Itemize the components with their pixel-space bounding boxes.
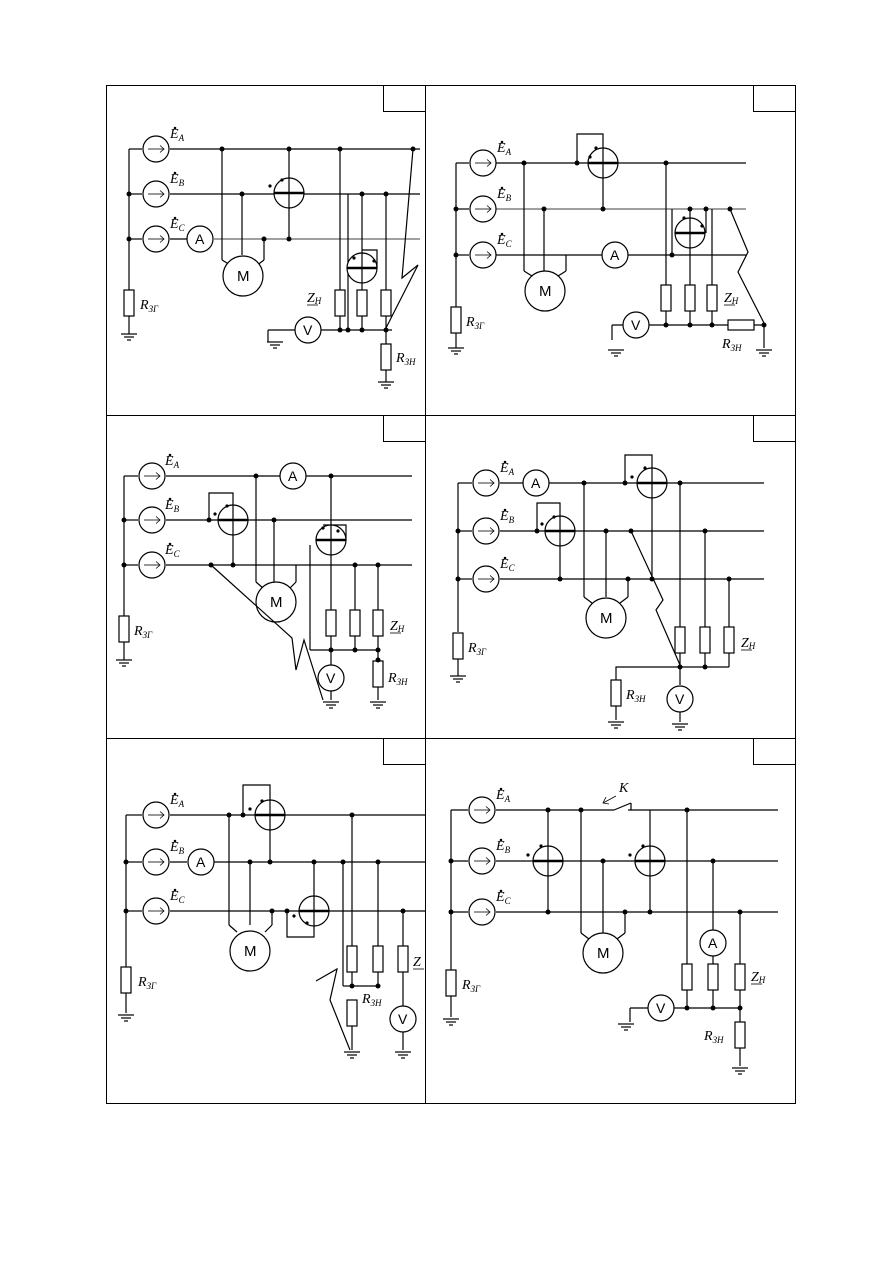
- svg-text:EC: EC: [164, 543, 181, 559]
- svg-text:EC: EC: [169, 889, 186, 905]
- svg-text:EB: EB: [164, 498, 180, 514]
- svg-text:RЗН: RЗН: [721, 337, 742, 353]
- p1-labels: EA EB EC A M V RЗГ ZН RЗН: [139, 126, 416, 367]
- panel-6-schematic: EA EB EC K A M V RЗГ ZН RЗН: [442, 781, 778, 1075]
- svg-text:ZН: ZН: [724, 291, 739, 306]
- svg-text:RЗН: RЗН: [361, 992, 382, 1008]
- svg-text:RЗН: RЗН: [703, 1029, 724, 1045]
- svg-text:EB: EB: [495, 839, 511, 855]
- svg-text:K: K: [618, 781, 629, 796]
- panel-2-schematic: EA EB EC A M V RЗГ ZН RЗН: [447, 133, 773, 357]
- svg-text:ZН: ZН: [741, 636, 756, 651]
- svg-text:M: M: [237, 268, 250, 285]
- svg-text:EA: EA: [169, 793, 185, 809]
- svg-text:Z: Z: [413, 955, 421, 970]
- p5-labels: EA EB EC A M V RЗГ Z RЗН: [137, 792, 424, 1027]
- svg-text:EA: EA: [496, 141, 512, 157]
- svg-text:ZН: ZН: [307, 291, 322, 306]
- p2-labels: EA EB EC A M V RЗГ ZН RЗН: [465, 140, 742, 353]
- svg-text:EC: EC: [499, 557, 516, 573]
- svg-text:RЗГ: RЗГ: [465, 315, 485, 331]
- svg-text:EC: EC: [496, 233, 513, 249]
- svg-text:V: V: [656, 1000, 666, 1016]
- svg-text:EB: EB: [169, 840, 185, 856]
- svg-text:RЗГ: RЗГ: [137, 975, 157, 991]
- svg-text:EA: EA: [495, 788, 511, 804]
- svg-text:M: M: [597, 945, 610, 962]
- svg-text:RЗН: RЗН: [387, 671, 408, 687]
- svg-text:A: A: [196, 854, 206, 870]
- svg-text:V: V: [303, 322, 313, 338]
- svg-text:EC: EC: [169, 217, 186, 233]
- p4-labels: EA EB EC A M V RЗГ ZН RЗН: [467, 460, 756, 707]
- p6-labels: EA EB EC K A M V RЗГ ZН RЗН: [461, 781, 766, 1045]
- svg-text:M: M: [244, 943, 257, 960]
- svg-text:ZН: ZН: [390, 619, 405, 634]
- svg-text:RЗГ: RЗГ: [467, 641, 487, 657]
- svg-text:V: V: [631, 317, 641, 333]
- svg-text:V: V: [398, 1011, 408, 1027]
- svg-text:RЗГ: RЗГ: [133, 624, 153, 640]
- svg-text:RЗГ: RЗГ: [461, 978, 481, 994]
- panel-4-schematic: EA EB EC A M V RЗГ ZН RЗН: [449, 454, 764, 731]
- svg-text:A: A: [288, 468, 298, 484]
- svg-text:A: A: [610, 247, 620, 263]
- panel-1-schematic: EA EB EC A M V RЗГ ZН RЗН: [120, 126, 420, 389]
- panel-3-schematic: EA EB EC A M V RЗГ ZН RЗН: [115, 453, 412, 709]
- svg-text:A: A: [195, 231, 205, 247]
- svg-text:A: A: [708, 935, 718, 951]
- svg-text:V: V: [326, 670, 336, 686]
- svg-text:ZН: ZН: [751, 970, 766, 985]
- svg-text:M: M: [270, 594, 283, 611]
- svg-text:EA: EA: [164, 454, 180, 470]
- svg-text:EA: EA: [499, 461, 515, 477]
- svg-text:RЗГ: RЗГ: [139, 298, 159, 314]
- svg-text:M: M: [600, 610, 613, 627]
- svg-text:EA: EA: [169, 127, 185, 143]
- svg-text:RЗН: RЗН: [395, 351, 416, 367]
- svg-text:RЗН: RЗН: [625, 688, 646, 704]
- svg-text:M: M: [539, 283, 552, 300]
- svg-text:EC: EC: [495, 890, 512, 906]
- svg-text:EB: EB: [496, 187, 512, 203]
- page-frame: [106, 85, 796, 1104]
- svg-text:EB: EB: [169, 172, 185, 188]
- svg-text:A: A: [531, 475, 541, 491]
- p3-labels: EA EB EC A M V RЗГ ZН RЗН: [133, 453, 408, 687]
- svg-text:EB: EB: [499, 509, 515, 525]
- panel-5-schematic: EA EB EC A M V RЗГ Z RЗН: [117, 784, 425, 1059]
- svg-text:V: V: [675, 691, 685, 707]
